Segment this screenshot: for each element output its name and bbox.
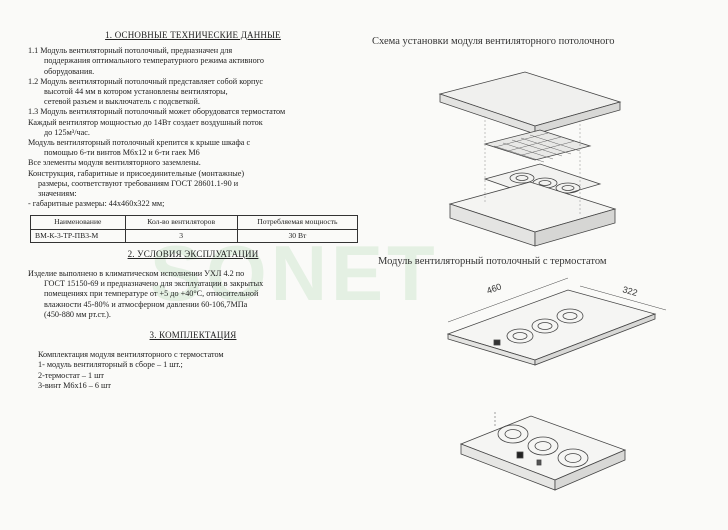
watermark-logo: SONET xyxy=(150,229,439,317)
s1-line: Модуль вентиляторный потолочный крепится… xyxy=(28,138,251,148)
s1-line: значениям: xyxy=(38,189,77,199)
left-column: 1. ОСНОВНЫЕ ТЕХНИЧЕСКИЕ ДАННЫЕ 1.1 Модул… xyxy=(28,30,359,391)
table-header-row: Наименование Кол-во вентиляторов Потребл… xyxy=(30,215,359,230)
section1-body: 1.1 Модуль вентиляторный потолочный, пре… xyxy=(28,46,358,209)
spec-table: Наименование Кол-во вентиляторов Потребл… xyxy=(30,215,359,243)
section1-title: 1. ОСНОВНЫЕ ТЕХНИЧЕСКИЕ ДАННЫЕ xyxy=(105,30,281,40)
s3-line: 3-винт М6х16 – 6 шт xyxy=(38,380,111,390)
table-header: Наименование xyxy=(30,215,126,230)
s1-line: Все элементы модуля вентиляторного зазем… xyxy=(28,158,201,168)
s1-line: 1.1 Модуль вентиляторный потолочный, пре… xyxy=(28,46,233,56)
s1-line: до 125м³/час. xyxy=(44,127,90,137)
s1-line: 1.2 Модуль вентиляторный потолочный пред… xyxy=(28,76,264,86)
module-dimension-drawing: 460 322 xyxy=(446,277,667,366)
diagram-caption-top: Схема установки модуля вентиляторного по… xyxy=(372,36,615,47)
s1-line: сетевой разъем и выключатель с подсветко… xyxy=(44,97,200,107)
table-cell: 3 xyxy=(124,228,238,243)
table-cell: 30 Вт xyxy=(236,228,359,243)
diagram-caption-mid: Модуль вентиляторный потолочный с термос… xyxy=(378,256,607,267)
section3-body: Комплектация модуля вентиляторного с тер… xyxy=(28,350,358,391)
section2-title: 2. УСЛОВИЯ ЭКСПЛУАТАЦИИ xyxy=(127,248,259,259)
s1-line: высотой 44 мм в котором установлены вент… xyxy=(44,87,228,97)
table-header: Потребляемая мощность xyxy=(236,215,359,230)
s2-line: помещениях при температуре от +5 до +40°… xyxy=(44,289,259,299)
s3-line: Комплектация модуля вентиляторного с тер… xyxy=(38,350,224,360)
exploded-installation-diagram xyxy=(438,71,622,247)
s1-line: Каждый вентилятор мощностью до 14Вт созд… xyxy=(28,117,263,127)
s1-line: - габаритные размеры: 44х460х322 мм; xyxy=(28,199,165,209)
right-column: Схема установки модуля вентиляторного по… xyxy=(372,36,722,47)
s1-line: Конструкция, габаритные и присоединитель… xyxy=(28,168,245,178)
module-bottom-view xyxy=(459,412,627,491)
s1-line: размеры, соответствуют требованиям ГОСТ … xyxy=(38,178,239,188)
table-cell: ВМ-К-3-ТР-ПВ3-М xyxy=(30,228,126,243)
s1-line: 1.3 Модуль вентиляторный потолочный може… xyxy=(28,107,286,117)
table-header: Кол-во вентиляторов xyxy=(124,215,238,230)
s1-line: оборудования. xyxy=(44,66,95,76)
section2-body: Изделие выполнено в климатическом исполн… xyxy=(28,269,358,320)
section3-title: 3. КОМПЛЕКТАЦИЯ xyxy=(149,330,237,341)
s2-line: Изделие выполнено в климатическом исполн… xyxy=(28,269,245,279)
s1-line: помощью 6-ти винтов М6х12 и 6-ти гаек М6 xyxy=(44,148,200,158)
table-row: ВМ-К-3-ТР-ПВ3-М 3 30 Вт xyxy=(30,228,359,243)
s1-line: поддержания оптимального температурного … xyxy=(44,56,264,66)
dimension-width: 322 xyxy=(621,284,638,298)
s2-line: влажности 45-80% и атмосферном давлении … xyxy=(44,299,248,309)
s3-line: 1- модуль вентиляторный в сборе – 1 шт.; xyxy=(38,360,183,370)
s2-line: (450-880 мм рт.ст.). xyxy=(44,309,111,319)
s2-line: ГОСТ 15150-69 и предназначено для эксплу… xyxy=(44,279,264,289)
s3-line: 2-термостат – 1 шт xyxy=(38,370,105,380)
dimension-length: 460 xyxy=(485,281,503,296)
